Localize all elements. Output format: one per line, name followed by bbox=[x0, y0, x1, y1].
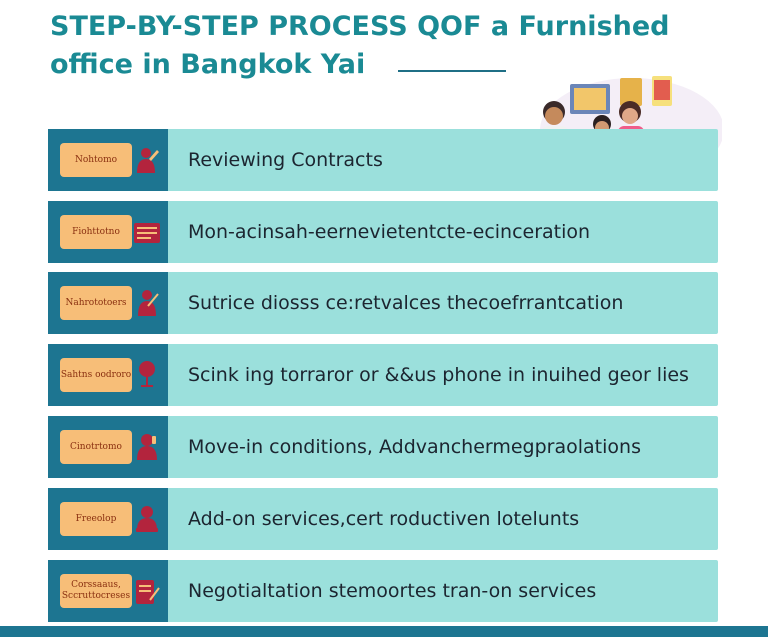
title-line-1: STEP-BY-STEP PROCESS QOF a Furnished bbox=[50, 11, 670, 42]
person-laptop-icon bbox=[136, 506, 158, 532]
person-phone-icon bbox=[137, 434, 157, 460]
title-line-2: office in Bangkok Yai bbox=[50, 49, 366, 80]
step-6-tag: Freeolop bbox=[60, 502, 132, 536]
title-underline bbox=[398, 70, 506, 72]
step-4-label: Scink ing torraror or &&us phone in inui… bbox=[188, 364, 689, 386]
step-4-tag: Sahtns oodroro bbox=[60, 358, 132, 392]
step-6-label: Add-on services,cert roductiven lotelunt… bbox=[188, 508, 580, 530]
step-2: Fiohttotno Mon-acinsah-eernevietentcte-e… bbox=[48, 201, 718, 263]
bottom-bar bbox=[0, 626, 768, 637]
step-1-tag: Nohtomo bbox=[60, 143, 132, 177]
step-1: Nohtomo Reviewing Contracts bbox=[48, 129, 718, 191]
step-5: Cinotrtomo Move-in conditions, Addvanche… bbox=[48, 416, 718, 478]
step-5-header: Cinotrtomo bbox=[48, 416, 168, 478]
page-title: STEP-BY-STEP PROCESS QOF a Furnished off… bbox=[50, 8, 670, 84]
user-pencil-icon bbox=[137, 148, 159, 173]
step-7: Corssaaus, Sccruttocreses Negotialtation… bbox=[48, 560, 718, 622]
step-2-label: Mon-acinsah-eernevietentcte-ecinceration bbox=[188, 221, 591, 243]
step-3-label: Sutrice diosss ce:retvalces thecoefrrant… bbox=[188, 292, 624, 314]
step-3-header: Nahrototoers bbox=[48, 272, 168, 334]
step-6-header: Freeolop bbox=[48, 488, 168, 550]
person-pen-icon bbox=[138, 290, 159, 316]
step-2-header: Fiohttotno bbox=[48, 201, 168, 263]
step-3: Nahrototoers Sutrice diosss ce:retvalces… bbox=[48, 272, 718, 334]
step-7-header: Corssaaus, Sccruttocreses bbox=[48, 560, 168, 622]
step-4: Sahtns oodroro Scink ing torraror or &&u… bbox=[48, 344, 718, 406]
step-3-tag: Nahrototoers bbox=[60, 286, 132, 320]
wine-glass-icon bbox=[139, 361, 155, 387]
document-lines-icon bbox=[134, 223, 160, 243]
step-1-header: Nohtomo bbox=[48, 129, 168, 191]
step-4-header: Sahtns oodroro bbox=[48, 344, 168, 406]
step-5-label: Move-in conditions, Addvanchermegpraolat… bbox=[188, 436, 641, 458]
step-6: Freeolop Add-on services,cert roductiven… bbox=[48, 488, 718, 550]
step-7-tag: Corssaaus, Sccruttocreses bbox=[60, 574, 132, 608]
step-7-label: Negotialtation stemoortes tran-on servic… bbox=[188, 580, 597, 602]
document-pen-icon bbox=[136, 580, 160, 604]
step-2-tag: Fiohttotno bbox=[60, 215, 132, 249]
step-5-tag: Cinotrtomo bbox=[60, 430, 132, 464]
step-1-label: Reviewing Contracts bbox=[188, 149, 383, 171]
